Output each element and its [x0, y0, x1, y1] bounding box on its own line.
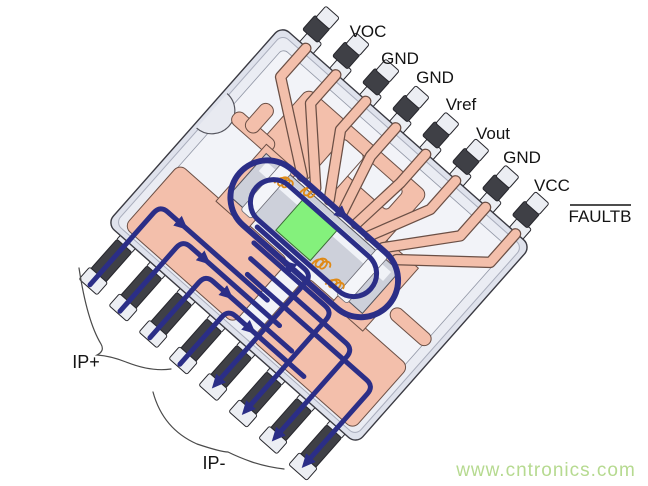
current-flow-loop	[87, 157, 402, 469]
label-gnd-1: GND	[381, 49, 419, 68]
current-entry-line	[87, 206, 188, 288]
pin-foot	[525, 191, 549, 215]
pin-foot	[496, 165, 519, 188]
pin-foot	[436, 112, 459, 135]
label-ip-plus: IP+	[72, 352, 100, 372]
ip-minus-brace	[152, 391, 285, 470]
trace-copper	[338, 123, 401, 217]
trace-copper	[351, 149, 431, 229]
pin1-notch	[196, 93, 236, 135]
signal-pins	[296, 6, 549, 243]
trace-copper	[365, 176, 461, 241]
watermark: www.cntronics.com	[455, 460, 636, 481]
label-vref: Vref	[446, 95, 477, 114]
trace-copper	[378, 202, 491, 253]
pin-foot	[406, 85, 429, 109]
signal-fanout-traces	[274, 42, 522, 269]
loop-arrow-bottom	[282, 260, 309, 284]
tie-bar-pad	[389, 307, 432, 347]
label-vcc: VCC	[534, 176, 570, 195]
package-rotated-group	[79, 6, 549, 481]
label-faultb: FAULTB	[569, 207, 632, 226]
loop-outer	[227, 157, 402, 321]
label-voc: VOC	[350, 22, 387, 41]
current-entry-run	[180, 222, 270, 303]
pin-labels: VOC GND GND Vref Vout GND VCC FAULTB IP+…	[72, 22, 631, 473]
trace-copper	[324, 96, 371, 205]
current-entry-run	[225, 292, 295, 354]
current-exit-line	[244, 271, 373, 469]
ip-plus-brace	[78, 267, 172, 371]
current-entry-line	[147, 275, 234, 341]
current-entry-run	[202, 257, 283, 329]
copper-finger-stub	[244, 102, 274, 134]
label-gnd-2: GND	[416, 68, 454, 87]
loop-inner	[247, 177, 380, 300]
current-exit-line	[241, 240, 332, 416]
trace-copper	[276, 43, 311, 181]
label-vout: Vout	[476, 124, 510, 143]
label-gnd-3: GND	[503, 148, 541, 167]
label-ip-minus: IP-	[202, 453, 225, 473]
trace-copper	[306, 70, 341, 193]
pin-foot	[466, 138, 489, 162]
pin-foot	[316, 6, 340, 29]
current-exit-line	[211, 224, 311, 389]
trace-copper	[392, 229, 521, 267]
current-entry-exit-lines	[87, 206, 373, 469]
current-entry-line	[177, 310, 256, 367]
current-exit-line	[248, 256, 353, 442]
pin-foot	[376, 59, 399, 82]
current-entry-line	[117, 241, 211, 314]
pin-foot	[346, 32, 369, 56]
loop-arrow-top	[323, 197, 349, 220]
